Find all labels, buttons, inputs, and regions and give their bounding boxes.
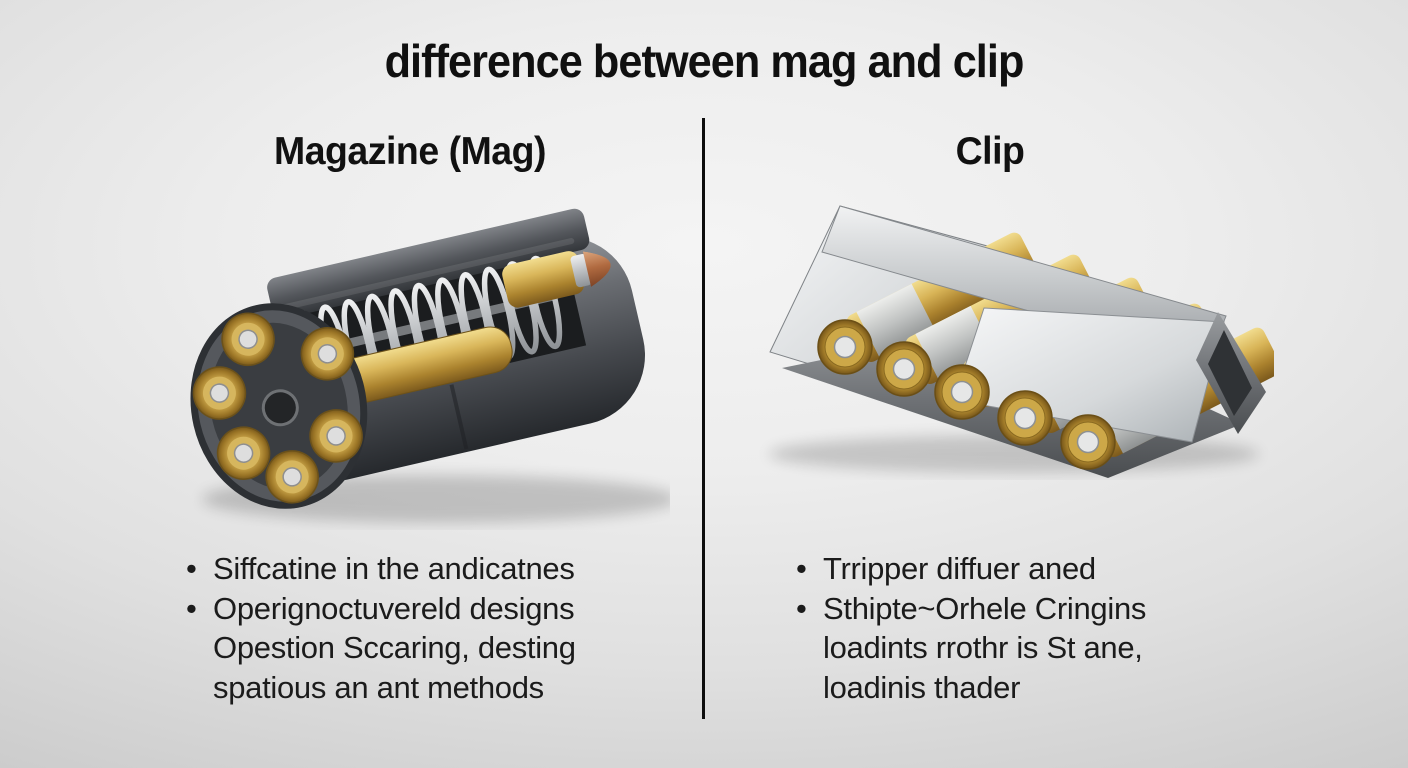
- list-item: • Operignoctuvereld designs: [186, 589, 686, 629]
- list-item-text: Operignoctuvereld designs: [213, 590, 575, 626]
- stripper-clip-image: [769, 205, 1274, 478]
- cartridge-base: [265, 450, 319, 504]
- bullet-marker: •: [186, 590, 197, 626]
- list-item: spatious an ant methods: [186, 668, 686, 708]
- magazine-heading: Magazine (Mag): [273, 130, 547, 173]
- list-item: Opestion Sccaring, desting: [186, 628, 686, 668]
- list-item: • Trripper diffuer aned: [796, 549, 1296, 589]
- list-item: loadints rrothr is St ane,: [796, 628, 1296, 668]
- list-item-text: Siffcatine in the andicatnes: [213, 551, 575, 586]
- bullet-marker: [186, 668, 213, 708]
- magazine-end-face: [190, 303, 368, 509]
- bullet-marker: •: [796, 551, 807, 586]
- magazine-cutaway-image: [190, 208, 670, 523]
- list-item: • Siffcatine in the andicatnes: [186, 549, 686, 589]
- list-item-text: loadinis thader: [823, 669, 1021, 705]
- magazine-body: [190, 208, 646, 509]
- list-item: • Sthipte~Orhele Cringins: [796, 589, 1296, 629]
- bullet-marker: [796, 628, 823, 668]
- clip-notes-list: • Trripper diffuer aned • Sthipte~Orhele C…: [796, 549, 1296, 707]
- list-item-text: spatious an ant methods: [213, 669, 544, 705]
- clip-cartridge-bases: [817, 319, 1116, 470]
- cartridge-base: [216, 426, 271, 480]
- bullet-marker: [796, 668, 823, 708]
- cartridge-base: [221, 312, 275, 367]
- list-item-text: Trripper diffuer aned: [823, 551, 1096, 586]
- magazine-top-round: [502, 251, 611, 308]
- list-item-text: Sthipte~Orhele Cringins: [823, 590, 1147, 626]
- bullet-marker: [186, 628, 213, 668]
- cartridge-base: [309, 409, 363, 463]
- bullet-marker: •: [796, 590, 807, 626]
- cartridge-base: [192, 366, 247, 420]
- empty-chamber-hole: [261, 389, 299, 427]
- clip-heading: Clip: [955, 130, 1025, 173]
- list-item-text: loadints rrothr is St ane,: [823, 630, 1143, 665]
- list-item-text: Opestion Sccaring, desting: [213, 630, 576, 665]
- magazine-notes-list: • Siffcatine in the andicatnes • Operignoc…: [186, 549, 686, 707]
- page-title: difference between mag and clip: [384, 35, 1025, 87]
- column-divider: [702, 118, 705, 719]
- bullet-marker: •: [186, 551, 197, 586]
- cartridge-base: [300, 327, 355, 381]
- clip-end-cap-opening: [1208, 330, 1252, 416]
- list-item: loadinis thader: [796, 668, 1296, 708]
